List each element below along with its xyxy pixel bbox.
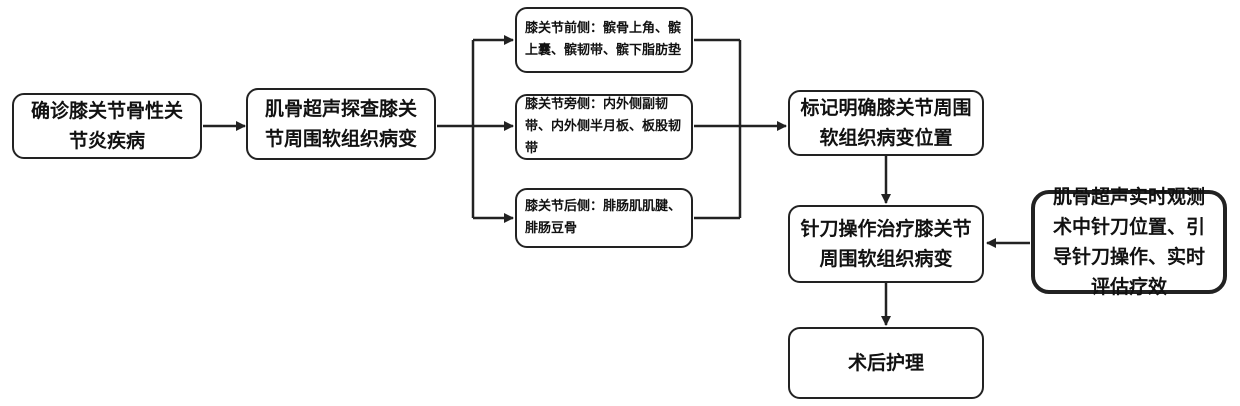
box-knee-side: 膝关节旁侧：内外侧副韧带、内外侧半月板、板股韧带 — [515, 94, 693, 160]
box-needle-treatment-text: 针刀操作治疗膝关节周围软组织病变 — [800, 214, 972, 274]
box-knee-front-text: 膝关节前侧：髌骨上角、髌上囊、髌韧带、髌下脂肪垫 — [525, 18, 683, 62]
box-knee-front: 膝关节前侧：髌骨上角、髌上囊、髌韧带、髌下脂肪垫 — [515, 7, 693, 73]
box-mark-lesion: 标记明确膝关节周围软组织病变位置 — [788, 90, 984, 156]
box-postop-care-text: 术后护理 — [848, 348, 924, 378]
box-realtime-ultrasound-text: 肌骨超声实时观测术中针刀位置、引导针刀操作、实时评估疗效 — [1045, 182, 1213, 302]
box-knee-back: 膝关节后侧：腓肠肌肌腱、腓肠豆骨 — [515, 188, 693, 248]
box-knee-side-text: 膝关节旁侧：内外侧副韧带、内外侧半月板、板股韧带 — [525, 94, 683, 160]
box-knee-back-text: 膝关节后侧：腓肠肌肌腱、腓肠豆骨 — [525, 196, 683, 240]
box-realtime-ultrasound: 肌骨超声实时观测术中针刀位置、引导针刀操作、实时评估疗效 — [1031, 190, 1227, 294]
box-needle-treatment: 针刀操作治疗膝关节周围软组织病变 — [788, 205, 984, 283]
box-diagnose-text: 确诊膝关节骨性关节炎疾病 — [24, 96, 190, 156]
box-postop-care: 术后护理 — [788, 327, 984, 399]
box-mark-lesion-text: 标记明确膝关节周围软组织病变位置 — [800, 93, 972, 153]
box-diagnose: 确诊膝关节骨性关节炎疾病 — [12, 93, 202, 159]
box-ultrasound-exam: 肌骨超声探查膝关节周围软组织病变 — [246, 88, 436, 160]
box-ultrasound-exam-text: 肌骨超声探查膝关节周围软组织病变 — [258, 94, 424, 154]
